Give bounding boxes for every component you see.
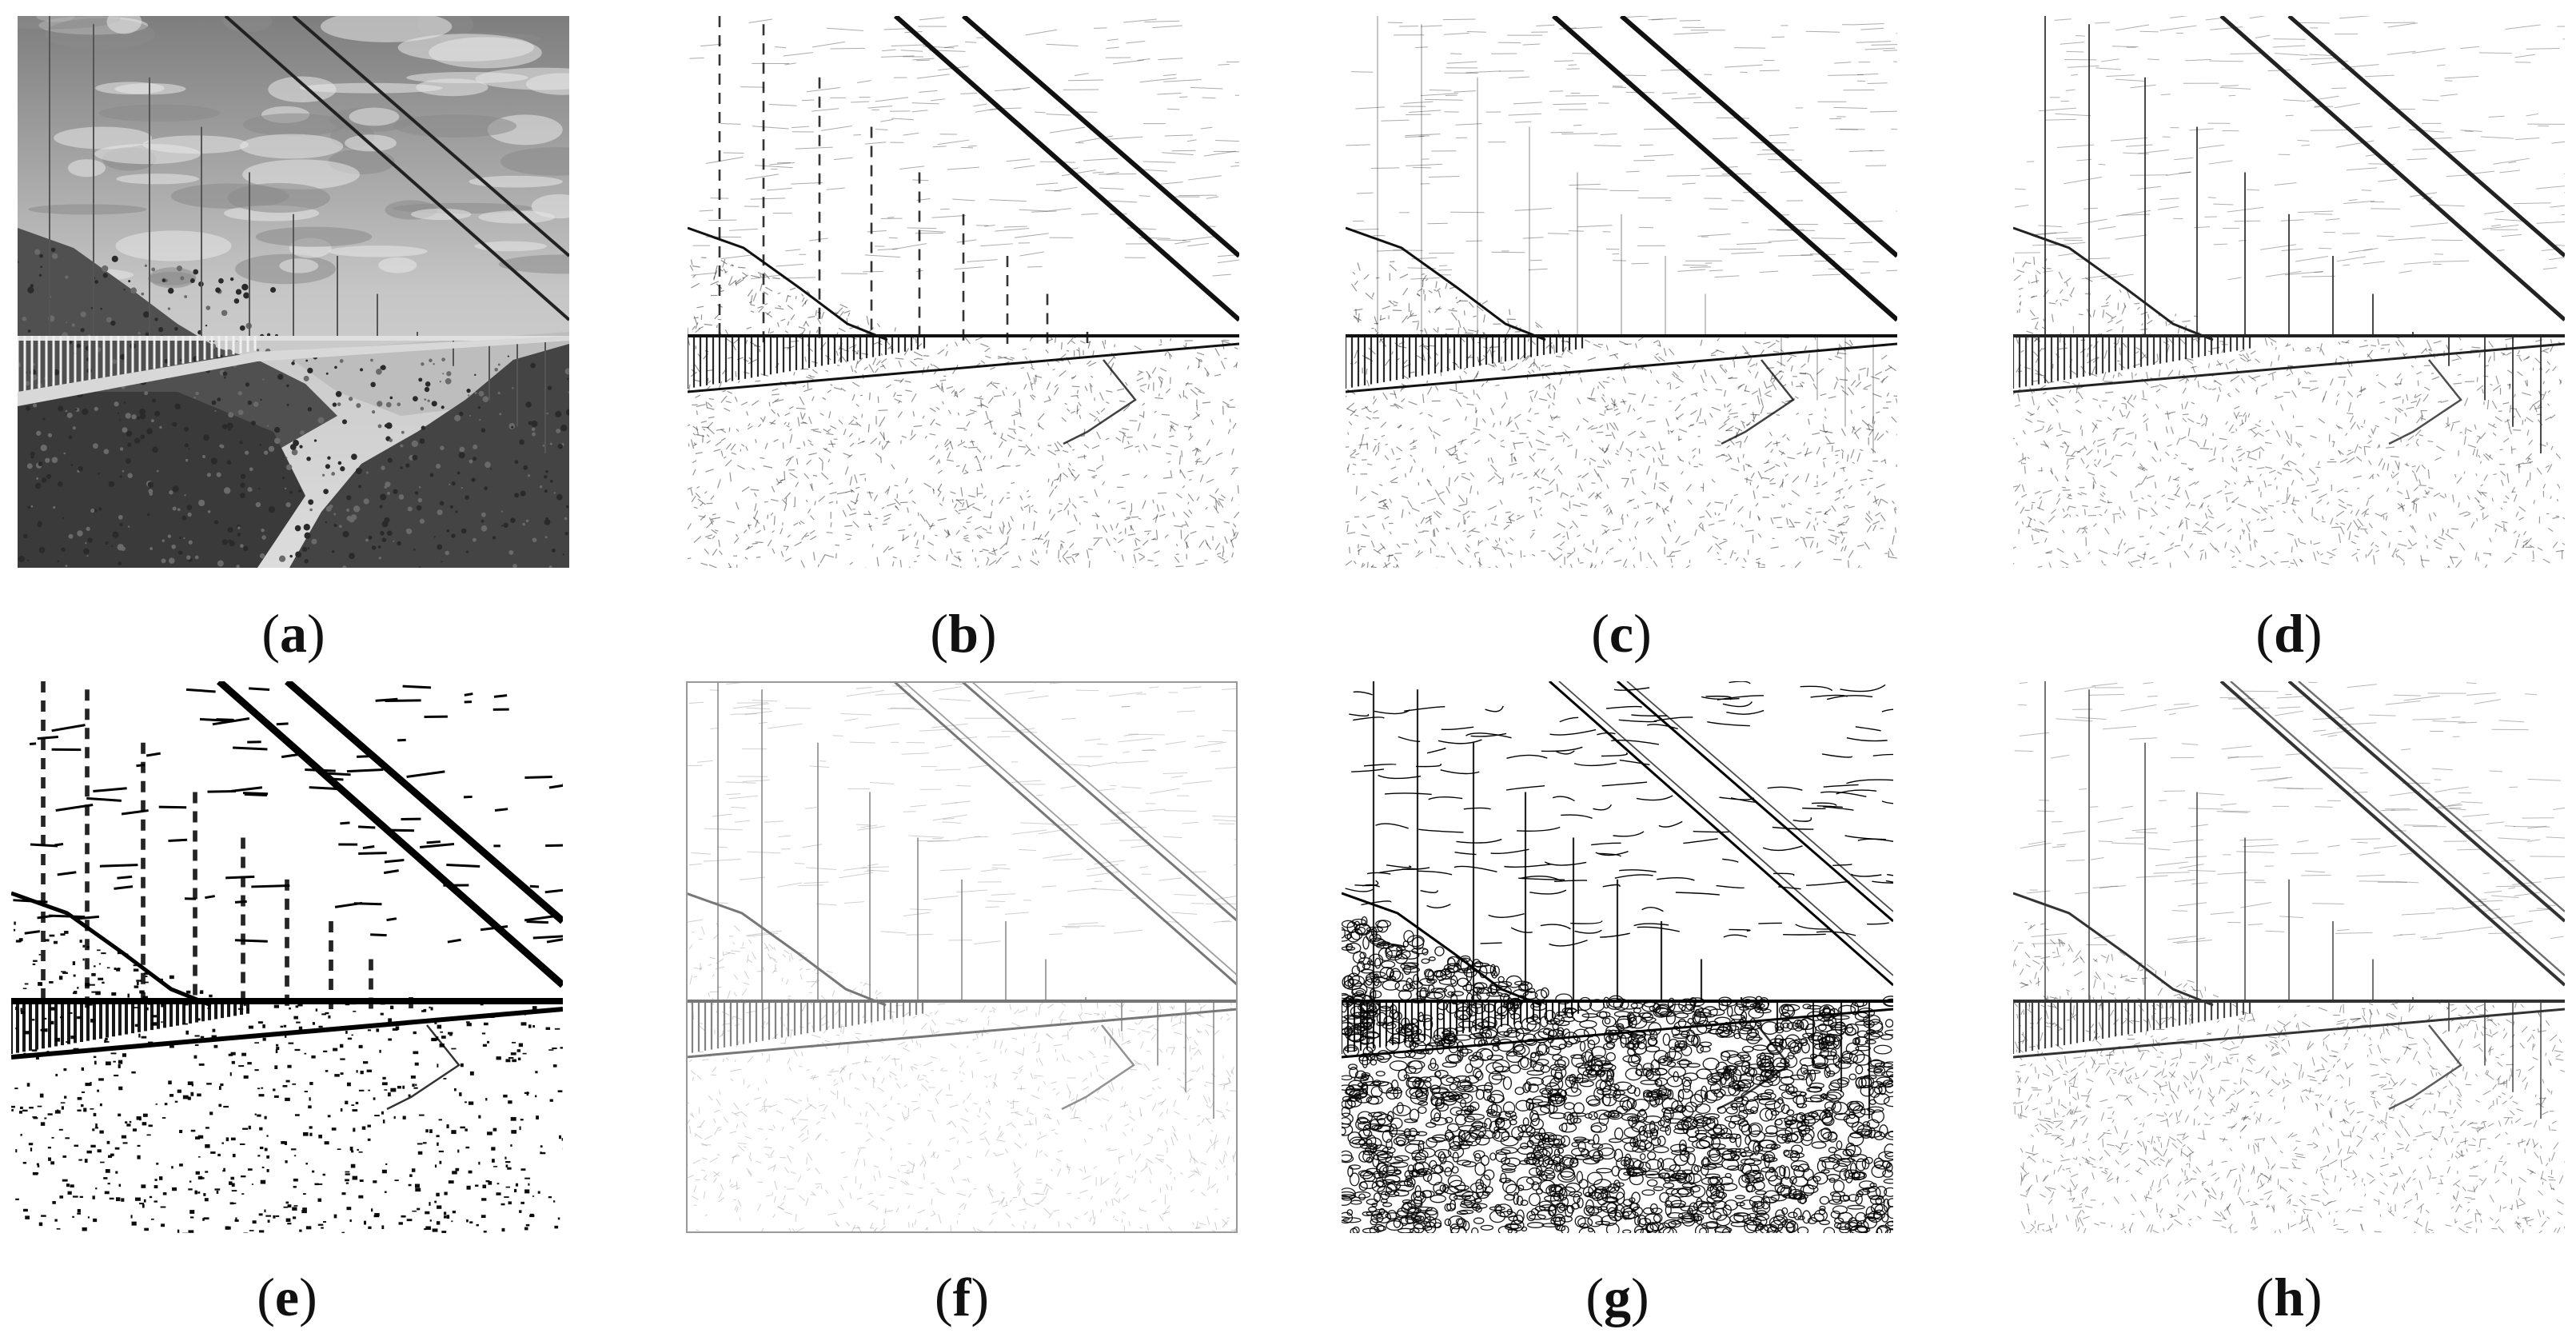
caption-c: (c) <box>1591 603 1652 664</box>
panel-a-photo <box>18 16 569 568</box>
panel-f-edge-map <box>686 681 1238 1233</box>
panel-c-edge-map <box>1346 16 1897 568</box>
caption-b: (b) <box>930 603 997 664</box>
panel-h-image <box>2013 681 2565 1233</box>
panel-e-edge-map <box>11 681 563 1233</box>
panel-b-image <box>688 16 1239 568</box>
panel-b-edge-map <box>688 16 1239 568</box>
panel-c-image <box>1346 16 1897 568</box>
panel-d-edge-map <box>2013 16 2565 568</box>
panel-g-edge-map <box>1342 681 1893 1233</box>
caption-d: (d) <box>2255 603 2323 664</box>
caption-e: (e) <box>257 1267 317 1327</box>
panel-f-image <box>686 681 1238 1233</box>
panel-e-image <box>11 681 563 1233</box>
caption-g: (g) <box>1585 1267 1649 1327</box>
caption-a: (a) <box>261 603 325 664</box>
caption-f: (f) <box>935 1267 989 1327</box>
panel-h-edge-map <box>2013 681 2565 1233</box>
panel-g-image <box>1342 681 1893 1233</box>
caption-h: (h) <box>2255 1267 2323 1327</box>
panel-d-image <box>2013 16 2565 568</box>
panel-a-image <box>18 16 569 568</box>
